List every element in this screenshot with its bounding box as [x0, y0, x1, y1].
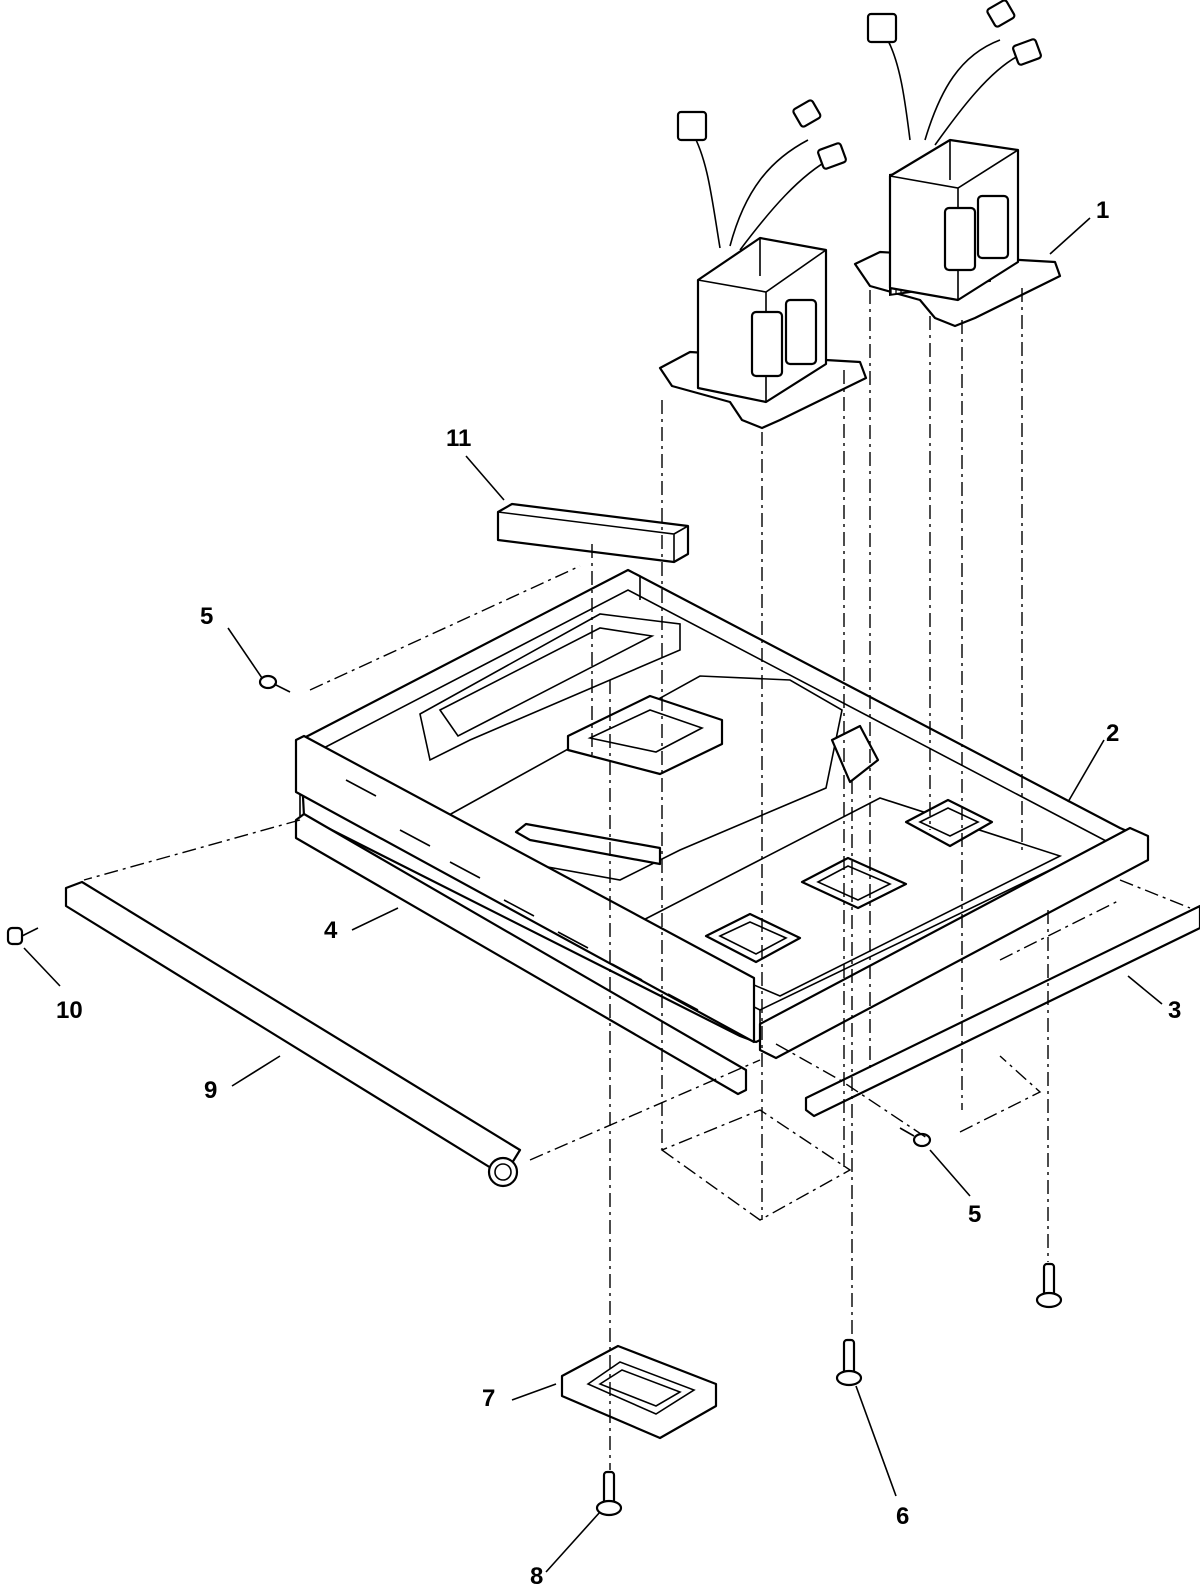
- cover-plate: [560, 1344, 718, 1440]
- screw-10: [6, 926, 39, 946]
- callout-8: 8: [530, 1563, 543, 1589]
- transformer-right: [853, 0, 1062, 328]
- insulator-bar: [496, 502, 690, 564]
- callout-3: 3: [1168, 997, 1181, 1024]
- callout-10: 10: [56, 997, 83, 1024]
- screw-8: [595, 1470, 623, 1517]
- callout-1: 1: [1096, 197, 1109, 224]
- callout-5-right: 5: [968, 1201, 981, 1228]
- base-plate: [294, 568, 1150, 1060]
- callout-6: 6: [896, 1503, 909, 1530]
- leader-lines: [23, 217, 1163, 1573]
- callout-5-left: 5: [200, 603, 213, 630]
- callout-2: 2: [1106, 720, 1119, 747]
- vent-grille: [64, 880, 522, 1188]
- callout-9: 9: [204, 1077, 217, 1104]
- screw-rear: [1035, 1262, 1063, 1309]
- gasket-strip-right: [804, 904, 1200, 1118]
- transformer-left: [658, 99, 868, 430]
- alignment-lines: [83, 288, 1191, 1470]
- screw-6: [835, 1338, 863, 1387]
- callout-7: 7: [482, 1385, 495, 1412]
- gasket-strip-front: [294, 812, 748, 1096]
- callout-11: 11: [446, 425, 471, 452]
- screw-5-left: [258, 674, 291, 693]
- callout-4: 4: [324, 917, 338, 944]
